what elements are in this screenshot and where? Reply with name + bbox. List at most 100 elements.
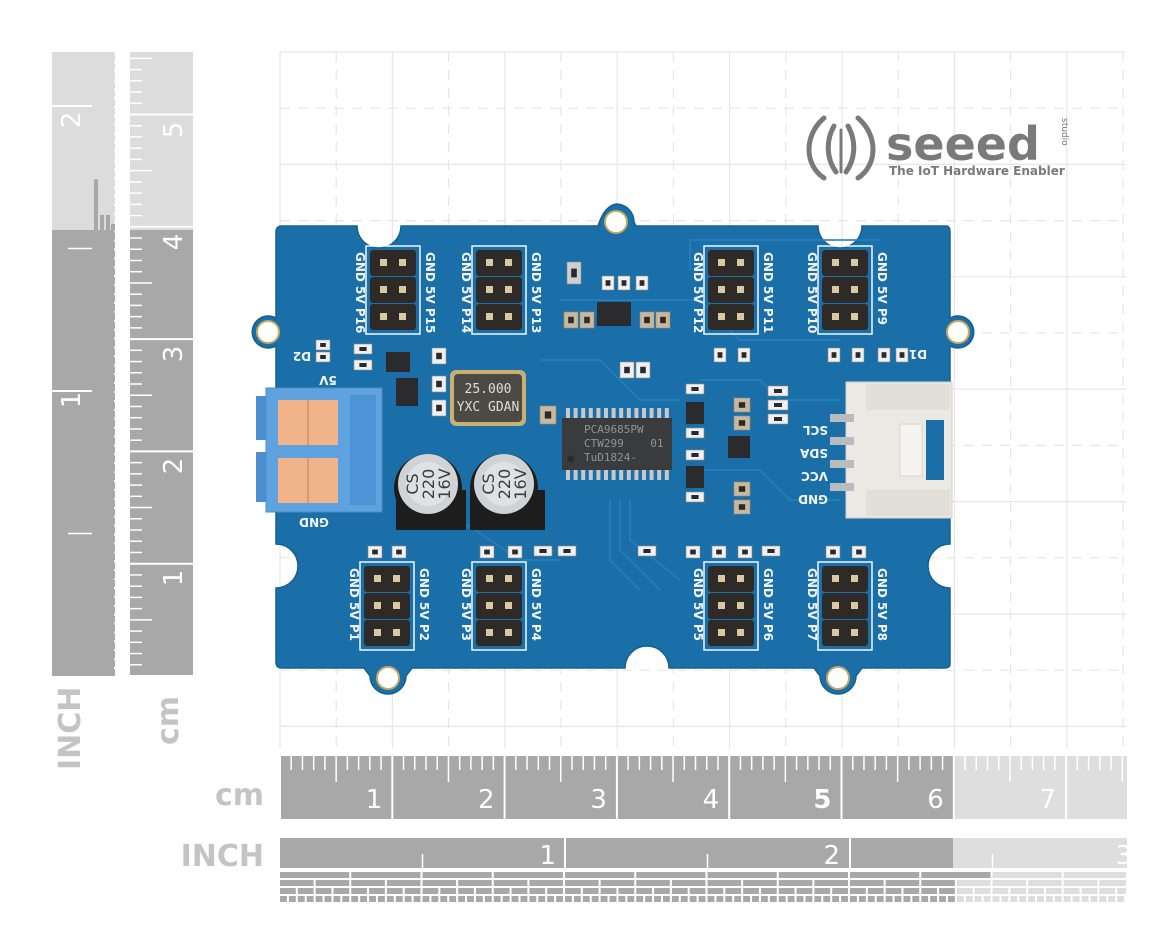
inch-subdivision [707,880,742,886]
inch-subdivision [111,161,115,169]
inch-subdivision [106,286,110,302]
inch-subdivision [778,888,795,894]
inch-subdivision [100,72,104,106]
cap2-line3: 16V [511,468,530,499]
inch-subdivision [618,896,626,902]
inch-subdivision [351,896,359,902]
inch-subdivision [386,888,403,894]
inch-subdivision [111,286,115,294]
inch-subdivision [850,880,884,886]
inch-subdivision [1081,888,1098,894]
vinch-unit-label: INCH [53,687,88,770]
vertical-inch-ruler: 2 1 INCH [52,52,115,770]
smd-component-body [742,549,748,555]
inch-subdivision [458,896,466,902]
inch-subdivision [1117,896,1125,902]
smd-component-body [571,268,577,278]
mounting-hole [604,210,628,234]
vcm-unit-label: cm [151,696,186,745]
inch-subdivision [493,888,510,894]
chip-pin [626,408,631,420]
inch-subdivision [106,54,110,71]
header-pin-row [370,250,416,276]
chip-pin [664,408,669,420]
inch-subdivision [956,888,973,894]
inch-subdivision [832,896,840,902]
inch-subdivision [111,375,115,383]
power-terminal-block[interactable] [256,387,383,513]
smd-component-body [691,495,699,499]
inch-subdivision [903,896,911,902]
seeed-flame-icon [806,115,876,181]
inch-subdivision [111,517,115,525]
inch-subdivision [921,888,938,894]
smd-component-body [396,549,402,555]
inch-subdivision [778,880,813,886]
header-label-right: GND 5V P2 [417,568,431,641]
inch-subdivision [94,52,98,106]
inch-subdivision [582,896,590,902]
inch-subdivision [111,108,115,115]
inch-subdivision [100,214,104,249]
chip-pin [619,408,624,420]
inch-subdivision [752,896,759,902]
inch-subdivision [111,63,115,71]
inch-subdivision [106,321,110,338]
inch-subdivision [111,615,115,623]
seeed-logo: seeed studio The IoT Hardware Enabler [806,115,1069,181]
header-pin-row [708,304,754,330]
inch-subdivision [111,642,115,650]
inch-subdivision [921,872,991,878]
inch-subdivision [111,366,115,374]
grove-connector[interactable] [830,381,953,519]
inch-subdivision [992,872,1062,878]
inch-subdivision [111,197,115,204]
header-label-left: GND 5V P10 [805,252,819,333]
header-pin-row [364,620,410,646]
inch-subdivision [111,170,115,178]
inch-subdivision [654,896,661,902]
header-pin-row [370,304,416,330]
inch-subdivision [106,624,110,641]
header-pin-row [370,277,416,303]
inch-subdivision [707,872,777,878]
header-pin-row [476,277,522,303]
chip-pin [626,468,631,480]
smd-component-body [624,366,630,374]
inch-subdivision [600,888,617,894]
inch-subdivision [106,250,110,267]
inch-subdivision [1117,888,1126,894]
hcm-label: 4 [703,785,720,815]
header-pin [486,286,493,293]
inch-subdivision [106,606,110,623]
inch-subdivision [100,108,104,142]
inch-subdivision [106,482,110,498]
inch-subdivision [707,888,724,894]
cap1-line3: 16V [435,468,454,499]
header-pin-row [822,593,868,619]
inch-subdivision [529,896,537,902]
inch-subdivision [680,896,688,902]
smd-component-body [320,355,326,359]
inch-subdivision [493,896,501,902]
header-label-right: GND 5V P6 [761,568,775,641]
inch-subdivision [111,72,115,80]
inch-subdivision [94,464,98,534]
smd-component-body [484,549,490,555]
header-pin [851,313,858,320]
inch-subdivision [814,888,831,894]
header-pin [851,286,858,293]
inch-subdivision [698,896,706,902]
inch-subdivision [111,277,115,285]
inch-subdivision [94,535,98,605]
cap1-line1: CS [403,473,422,494]
header-pin [505,286,512,293]
